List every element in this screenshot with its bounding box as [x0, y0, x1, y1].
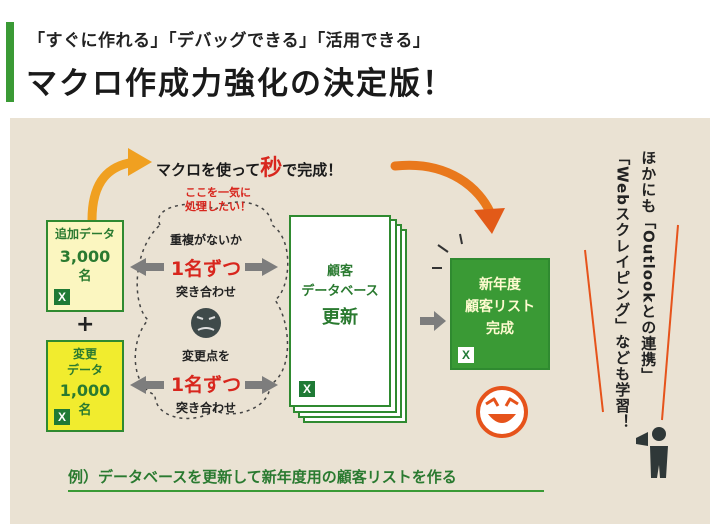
check1-bottom: 突き合わせ: [175, 285, 236, 299]
example-caption: 例）データベースを更新して新年度用の顧客リストを作る: [68, 468, 457, 486]
arrow-row2-left: [130, 376, 146, 394]
check2-big: 1名ずつ: [170, 374, 242, 396]
curved-arrow-left: [87, 157, 140, 225]
speed-arrow-label: マクロを使って秒で完成！: [156, 156, 343, 181]
worried-face-icon: [191, 308, 221, 338]
check1-big: 1名ずつ: [170, 258, 242, 280]
arrow-to-result: [434, 311, 446, 331]
curved-arrow-right-head: [474, 208, 505, 234]
side-note-col1: ほかにも「Outlookとの連携」: [639, 150, 658, 384]
check1-top: 重複がないか: [169, 233, 242, 247]
handwritten-note: ここを一気に 処理したい！: [185, 186, 251, 214]
doc-change-data: 変更 データ 1,000 名 X: [46, 340, 124, 432]
check2-bottom: 突き合わせ: [175, 401, 236, 415]
page-subtitle: 「すぐに作れる」「デバッグできる」「活用できる」: [28, 31, 431, 51]
side-note-col2: 「Webスクレイピング」なども学習！: [613, 150, 632, 430]
arrow-row2-right: [262, 376, 278, 394]
excel-icon: X: [54, 289, 70, 305]
curved-arrow-right: [390, 160, 495, 217]
arrow-row1-right: [262, 258, 278, 276]
doc-new-customer-list: 新年度 顧客リスト 完成 X: [450, 258, 550, 370]
excel-icon: X: [458, 347, 474, 363]
megaphone-person-icon: [636, 427, 668, 478]
curved-arrow-left-head: [128, 148, 152, 176]
excel-icon: X: [299, 381, 315, 397]
header-accent-bar: [6, 22, 14, 102]
laughing-face-icon: [476, 386, 528, 438]
plus-sign: +: [76, 312, 95, 337]
page-title: マクロ作成力強化の決定版！: [26, 66, 455, 102]
caption-underline: [68, 490, 544, 492]
doc-customer-database: 顧客 データベース 更新 X: [289, 215, 391, 407]
doc-additional-data: 追加データ 3,000 名 X: [46, 220, 124, 312]
check2-top: 変更点を: [181, 349, 230, 363]
excel-icon: X: [54, 409, 70, 425]
arrow-row1-left: [130, 258, 146, 276]
